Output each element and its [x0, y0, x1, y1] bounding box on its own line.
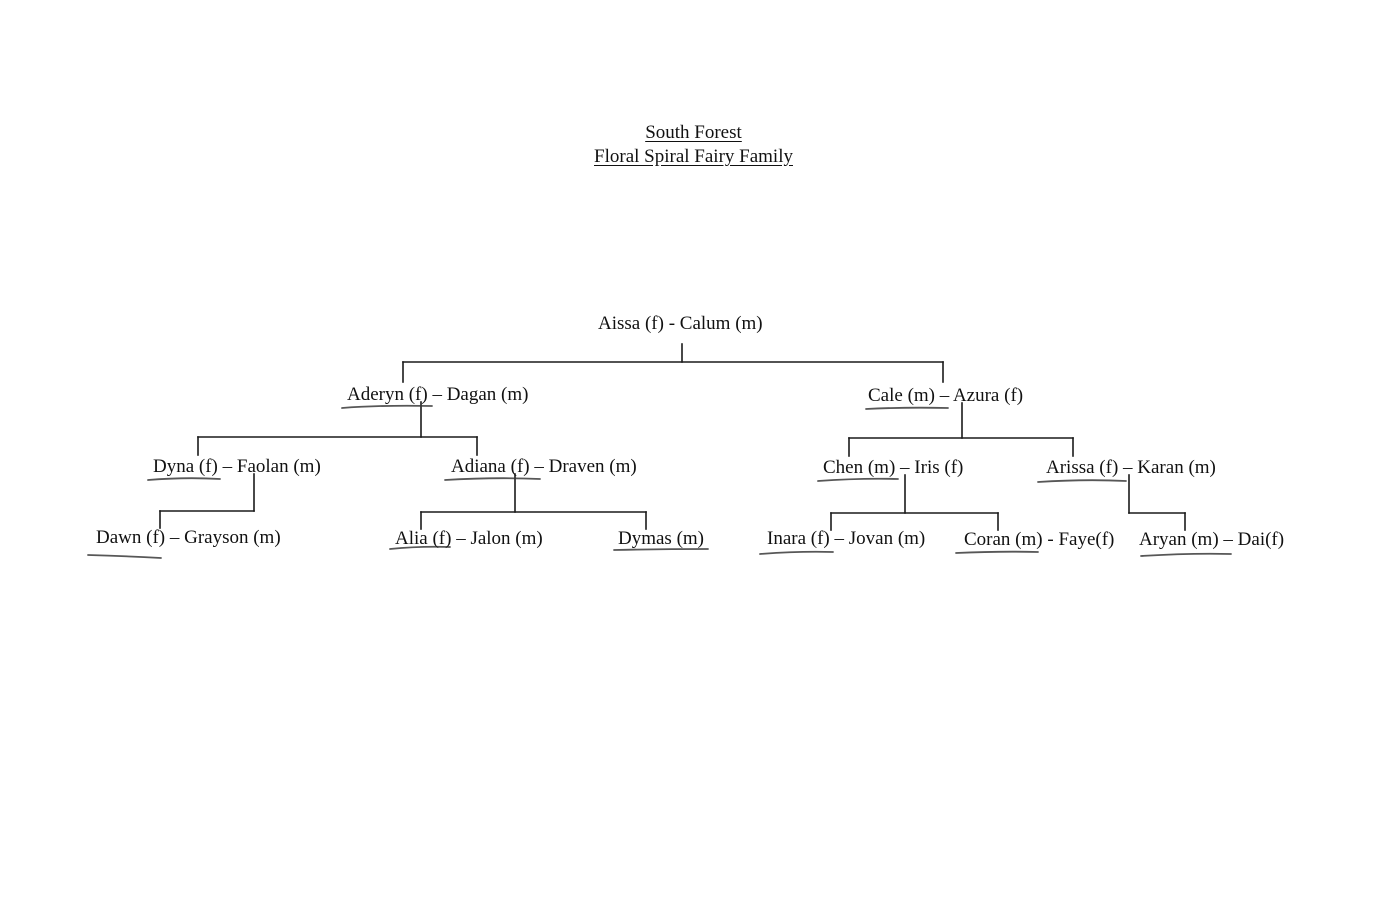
node-dyna-faolan: Dyna (f) – Faolan (m)	[153, 456, 321, 477]
pen-underline-dawn	[87, 554, 162, 559]
pen-underline-dymas	[613, 548, 709, 551]
pen-underline-coran	[955, 550, 1039, 554]
node-alia-jalon: Alia (f) – Jalon (m)	[395, 528, 543, 549]
node-aryan-dai: Aryan (m) – Dai(f)	[1139, 529, 1285, 550]
title-family: Floral Spiral Fairy Family	[594, 146, 793, 167]
node-dawn-grayson: Dawn (f) – Grayson (m)	[96, 527, 281, 548]
node-coran-faye: Coran (m) - Faye(f)	[964, 529, 1115, 550]
node-chen-iris: Chen (m) – Iris (f)	[823, 457, 964, 478]
pen-underline-dyna	[147, 477, 221, 481]
node-root-couple: Aissa (f) - Calum (m)	[598, 313, 763, 334]
pen-underline-chen	[817, 477, 899, 482]
node-adiana-draven: Adiana (f) – Draven (m)	[451, 456, 637, 477]
pen-underline-cale	[865, 406, 949, 410]
node-inara-jovan: Inara (f) – Jovan (m)	[767, 528, 926, 549]
pen-underline-alia	[389, 545, 451, 550]
title-location: South Forest	[645, 122, 742, 143]
node-aderyn-dagan: Aderyn (f) – Dagan (m)	[347, 384, 529, 405]
pen-underline-adiana	[444, 477, 541, 481]
node-dymas: Dymas (m)	[618, 528, 705, 549]
node-arissa-karan: Arissa (f) – Karan (m)	[1046, 457, 1216, 478]
pen-underline-aryan	[1140, 552, 1232, 557]
node-cale-azura: Cale (m) – Azura (f)	[868, 385, 1024, 406]
pen-underline-inara	[759, 550, 834, 555]
pen-underline-aderyn	[341, 404, 433, 409]
pen-underline-arissa	[1037, 479, 1127, 483]
